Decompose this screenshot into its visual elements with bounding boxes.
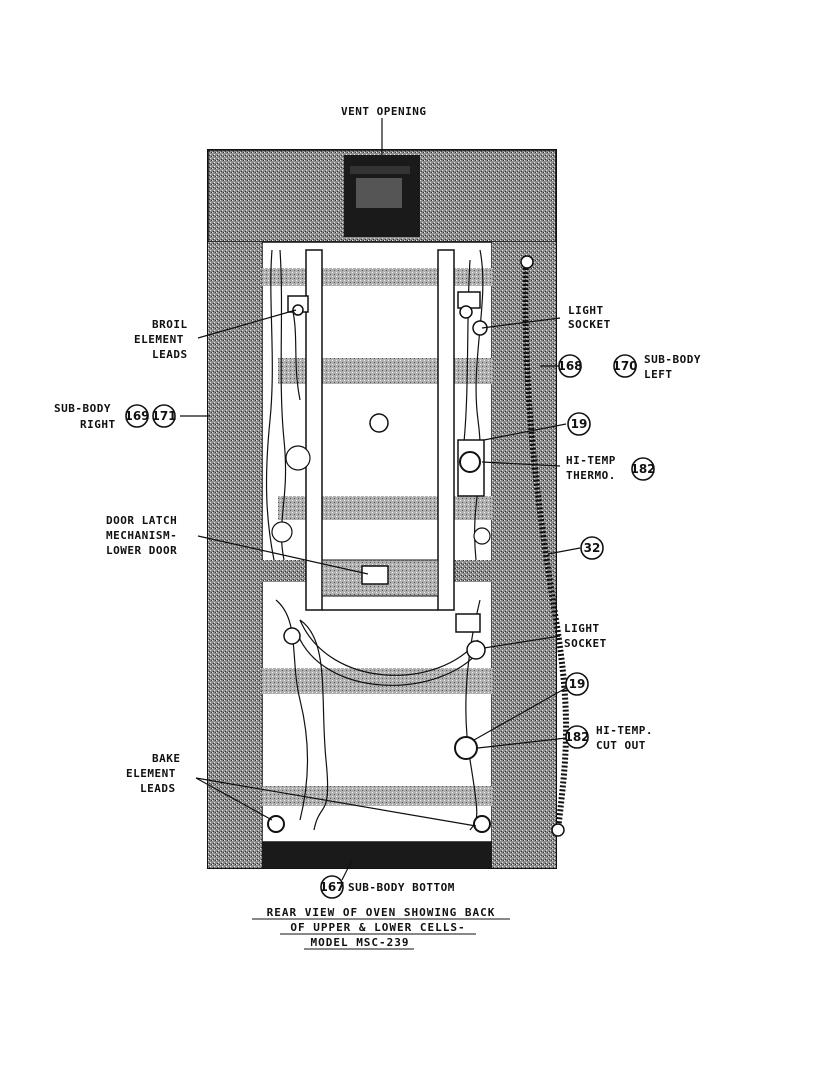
hi-temp-thermo-label-2: THERMO.: [566, 469, 616, 482]
callout-167: 167: [319, 875, 345, 899]
svg-text:168: 168: [557, 359, 582, 373]
svg-text:182: 182: [564, 730, 589, 744]
callout-171: 171: [151, 404, 177, 428]
callout-168: 168: [557, 354, 583, 378]
lower-bottom-band: [262, 842, 492, 868]
callout-19-lower: 19: [565, 672, 589, 696]
vent-opening-label: VENT OPENING: [341, 105, 426, 118]
svg-text:182: 182: [630, 462, 655, 476]
callout-32: 32: [580, 536, 604, 560]
broil-label-1: BROIL: [152, 318, 188, 331]
callout-170: 170: [612, 354, 638, 378]
sub-body-bottom-label: SUB-BODY BOTTOM: [348, 881, 455, 894]
svg-text:19: 19: [571, 417, 588, 431]
callout-182-upper: 182: [630, 457, 656, 481]
upper-light-socket-label-2: SOCKET: [568, 318, 611, 331]
bake-element-left-terminal: [267, 815, 285, 833]
hi-temp-thermo-dial: [459, 451, 481, 473]
svg-text:167: 167: [319, 880, 344, 894]
svg-text:32: 32: [584, 541, 601, 555]
door-latch-label-1: DOOR LATCH: [106, 514, 177, 527]
broil-label-3: LEADS: [152, 348, 188, 361]
door-latch-block: [361, 565, 389, 585]
hi-temp-cutout-dial: [454, 736, 478, 760]
hi-temp-thermo-label-1: HI-TEMP: [566, 454, 616, 467]
door-latch-label-3: LOWER DOOR: [106, 544, 177, 557]
sub-body-left-label-1: SUB-BODY: [644, 353, 701, 366]
caption-line-3: MODEL MSC-239: [310, 936, 409, 949]
bake-label-3: LEADS: [140, 782, 176, 795]
upper-center-hole: [369, 413, 389, 433]
caption-line-2: OF UPPER & LOWER CELLS-: [290, 921, 465, 934]
lower-light-socket-label-1: LIGHT: [564, 622, 600, 635]
bake-element-right-terminal: [473, 815, 491, 833]
sub-body-right-label-1: SUB-BODY: [54, 402, 111, 415]
sub-body-right-label-2: RIGHT: [80, 418, 116, 431]
svg-text:19: 19: [569, 677, 586, 691]
callout-182-lower: 182: [564, 725, 590, 749]
upper-light-socket: [457, 291, 481, 309]
svg-text:171: 171: [151, 409, 176, 423]
caption-line-1: REAR VIEW OF OVEN SHOWING BACK: [267, 906, 496, 919]
flexible-conduit: [522, 255, 570, 831]
bake-label-1: BAKE: [152, 752, 181, 765]
upper-light-socket-label-1: LIGHT: [568, 304, 604, 317]
bake-label-2: ELEMENT: [126, 767, 176, 780]
callout-169: 169: [124, 404, 150, 428]
callout-19-upper: 19: [567, 412, 591, 436]
hi-temp-cutout-label-1: HI-TEMP.: [596, 724, 653, 737]
broil-label-2: ELEMENT: [134, 333, 184, 346]
hi-temp-cutout-label-2: CUT OUT: [596, 739, 646, 752]
lower-light-socket-label-2: SOCKET: [564, 637, 607, 650]
svg-text:170: 170: [612, 359, 637, 373]
door-latch-label-2: MECHANISM-: [106, 529, 177, 542]
sub-body-left-label-2: LEFT: [644, 368, 673, 381]
upper-left-rail: [305, 249, 323, 611]
lower-light-socket: [455, 613, 481, 633]
upper-right-rail: [437, 249, 455, 611]
svg-text:169: 169: [124, 409, 149, 423]
